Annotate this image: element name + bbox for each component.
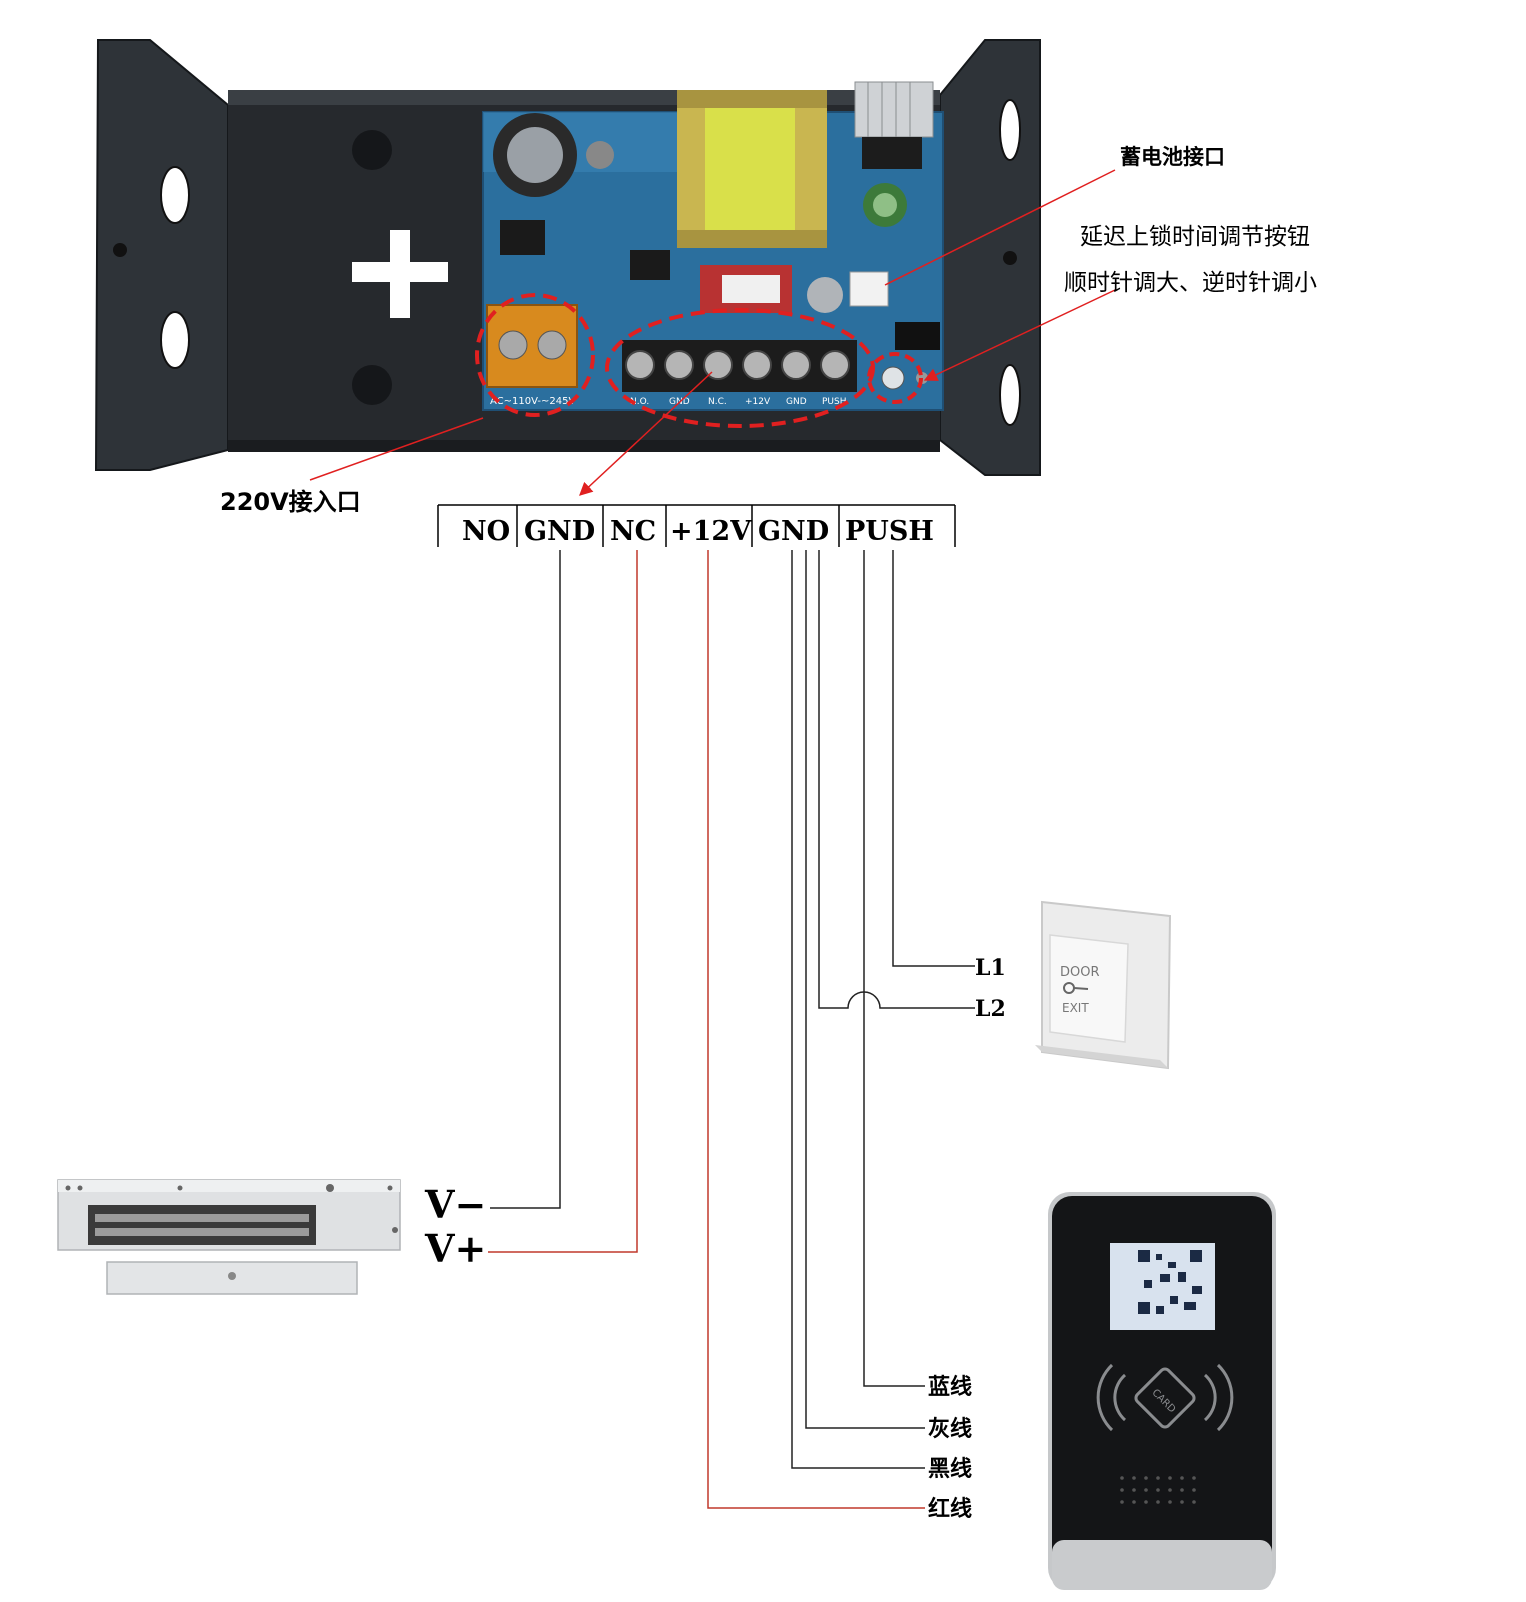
highlight-knob	[867, 352, 923, 404]
ac-input-label: 220V接入口	[220, 488, 361, 516]
wire-reader-black	[791, 550, 925, 1469]
wire-exit-l2	[818, 550, 975, 1009]
right-bracket	[939, 39, 1041, 476]
callout-arrow-knob	[923, 289, 1116, 381]
terminal-no: NO	[462, 516, 510, 547]
cross-slot	[352, 230, 448, 318]
heatsink	[854, 81, 934, 138]
ac-terminal-label: AC~110V-~245V	[490, 396, 575, 407]
nfc-card-icon	[1096, 1363, 1234, 1432]
power-supply-photo: AC~110V-~245V N.O. GND N.C. +12V GND PUS…	[94, 39, 1041, 476]
wire-black-label: 黑线	[928, 1456, 972, 1482]
battery-port-label: 蓄电池接口	[1120, 145, 1225, 169]
door-text: DOOR	[1060, 965, 1100, 980]
wire-reader-blue	[863, 550, 925, 1387]
wire-exit-l1	[892, 550, 975, 967]
wire-blue-label: 蓝线	[928, 1374, 972, 1400]
highlight-ac	[475, 293, 595, 417]
terminal-nc: NC	[610, 516, 656, 547]
callout-arrow-ac	[309, 417, 484, 481]
output-terminal-block: N.O. GND N.C. +12V GND PUSH	[622, 340, 857, 407]
maglock-plus-label: V+	[424, 1226, 486, 1271]
pcb-label-push: PUSH	[822, 397, 847, 407]
wire-reader-grey	[805, 550, 925, 1429]
pcb-label-12v: +12V	[745, 397, 771, 407]
exit-l2-label: L2	[975, 996, 1006, 1022]
speaker-grille	[1120, 1476, 1196, 1504]
wire-red-label: 红线	[928, 1496, 972, 1522]
delay-knob	[881, 366, 905, 390]
magnetic-lock-device	[57, 1179, 401, 1295]
qr-code-icon	[1138, 1250, 1202, 1314]
pcb-label-nc: N.C.	[708, 397, 727, 407]
card-reader-device: CARD	[1048, 1192, 1276, 1590]
pcb-label-gnd2: GND	[786, 397, 807, 407]
callout-arrow-terminals	[579, 371, 713, 496]
wire-grey-label: 灰线	[928, 1416, 972, 1442]
delay-direction-label: 顺时针调大、逆时针调小	[1064, 270, 1317, 296]
pcb-label-no: N.O.	[630, 397, 649, 407]
maglock-minus-label: V−	[424, 1182, 486, 1227]
terminal-gnd-1: GND	[524, 516, 595, 547]
wire-reader-red	[707, 550, 925, 1509]
delay-adjust-label: 延迟上锁时间调节按钮	[1080, 224, 1310, 250]
exit-text: EXIT	[1062, 1001, 1089, 1015]
callout-arrow-battery	[884, 169, 1116, 286]
terminal-header	[437, 504, 956, 547]
terminal-push: PUSH	[845, 516, 934, 547]
terminal-gnd-2: GND	[758, 516, 829, 547]
terminal-12v: +12V	[670, 516, 752, 547]
exit-button-device: DOOR EXIT	[1035, 900, 1172, 1070]
battery-connector	[849, 271, 889, 307]
wire-maglock-plus	[488, 550, 638, 1253]
exit-l1-label: L1	[975, 955, 1006, 981]
wire-maglock-minus	[490, 550, 561, 1209]
